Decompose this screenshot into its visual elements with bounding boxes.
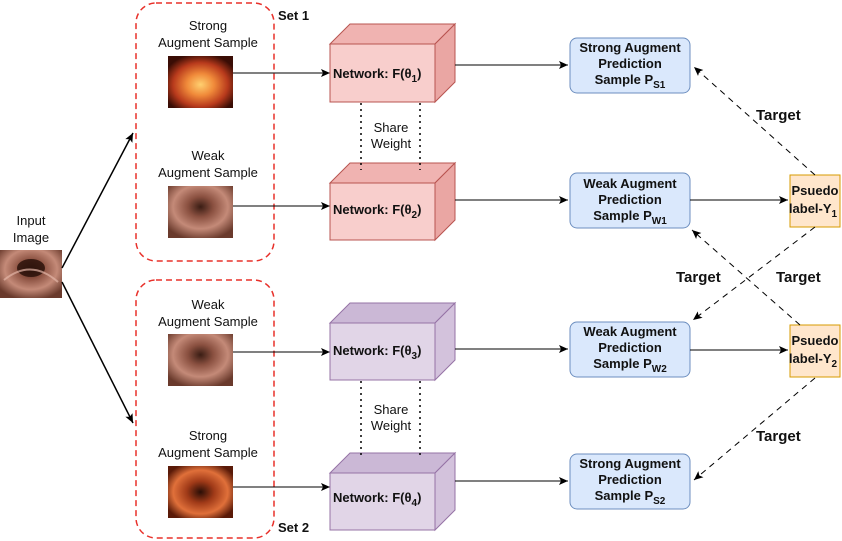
target-label-4: Target — [756, 428, 801, 445]
prediction-2-line3: Sample PW1 — [593, 208, 667, 227]
set-2-label: Set 2 — [278, 520, 309, 535]
share-weight-top: Share Weight — [360, 103, 421, 170]
sample-3-label-line2: Augment Sample — [158, 314, 258, 329]
network-2-label: Network: F(θ2) — [333, 202, 421, 221]
pseudo-label-1-line1: Psuedo — [792, 183, 839, 198]
sample-4-image — [168, 466, 233, 518]
prediction-1-line2: Prediction — [598, 56, 662, 71]
network-3: Network: F(θ3) — [328, 301, 457, 382]
target-arrow-pseudo1-to-pred1 — [693, 66, 816, 176]
sample-2-image — [168, 186, 233, 238]
input-image-label-line2: Image — [13, 230, 49, 245]
prediction-3-line1: Weak Augment — [583, 324, 677, 339]
target-label-1: Target — [756, 107, 801, 124]
prediction-3: Weak Augment Prediction Sample PW2 — [569, 321, 691, 378]
target-arrow-pseudo2-to-pred4 — [693, 377, 816, 481]
branch-arrow-bottom — [61, 281, 134, 424]
network-3-label: Network: F(θ3) — [333, 343, 421, 362]
prediction-1-line1: Strong Augment — [579, 40, 681, 55]
sample-1-label-line2: Augment Sample — [158, 35, 258, 50]
sample-2: Weak Augment Sample — [158, 148, 330, 238]
target-arrow-pseudo2-to-pred2 — [691, 229, 801, 326]
share-weight-bottom-line1: Share — [374, 402, 409, 417]
input-image-group: Input Image — [0, 213, 62, 298]
prediction-4: Strong Augment Prediction Sample PS2 — [569, 453, 691, 510]
sample-2-label-line2: Augment Sample — [158, 165, 258, 180]
share-weight-bottom: Share Weight — [360, 381, 421, 458]
network-4: Network: F(θ4) — [328, 451, 457, 532]
share-weight-top-line2: Weight — [371, 136, 412, 151]
prediction-2-line1: Weak Augment — [583, 176, 677, 191]
prediction-4-line3: Sample PS2 — [595, 488, 666, 507]
prediction-1-line3: Sample PS1 — [595, 72, 666, 91]
set-1-label: Set 1 — [278, 8, 309, 23]
pseudo-label-2-line1: Psuedo — [792, 333, 839, 348]
network-4-label: Network: F(θ4) — [333, 490, 421, 509]
sample-3-image — [168, 334, 233, 386]
share-weight-bottom-line2: Weight — [371, 418, 412, 433]
prediction-1: Strong Augment Prediction Sample PS1 — [569, 37, 691, 94]
input-image-label-line1: Input — [17, 213, 46, 228]
network-2: Network: F(θ2) — [328, 161, 457, 242]
network-1-label: Network: F(θ1) — [333, 66, 421, 85]
input-image-thumbnail — [0, 250, 62, 298]
target-arrow-pseudo1-to-pred3 — [692, 226, 816, 321]
share-weight-top-line1: Share — [374, 120, 409, 135]
sample-2-label-line1: Weak — [192, 148, 225, 163]
target-label-3: Target — [776, 269, 821, 286]
prediction-4-line2: Prediction — [598, 472, 662, 487]
target-label-2: Target — [676, 269, 721, 286]
prediction-4-line1: Strong Augment — [579, 456, 681, 471]
sample-1: Strong Augment Sample — [158, 18, 330, 108]
sample-4-label-line2: Augment Sample — [158, 445, 258, 460]
pseudo-label-2: Psuedo label-Y2 — [789, 324, 841, 378]
sample-4-label-line1: Strong — [189, 428, 227, 443]
sample-4: Strong Augment Sample — [158, 428, 330, 518]
branch-arrow-top — [61, 132, 134, 269]
sample-3: Weak Augment Sample — [158, 297, 330, 386]
pseudo-label-1: Psuedo label-Y1 — [789, 174, 841, 228]
pseudo-label-2-line2: label-Y2 — [789, 351, 838, 370]
prediction-2: Weak Augment Prediction Sample PW1 — [569, 172, 691, 229]
prediction-3-line2: Prediction — [598, 340, 662, 355]
sample-1-image — [168, 56, 233, 108]
network-1: Network: F(θ1) — [328, 22, 457, 104]
pseudo-label-1-line2: label-Y1 — [789, 201, 838, 220]
prediction-3-line3: Sample PW2 — [593, 356, 667, 375]
prediction-2-line2: Prediction — [598, 192, 662, 207]
sample-1-label-line1: Strong — [189, 18, 227, 33]
sample-3-label-line1: Weak — [192, 297, 225, 312]
